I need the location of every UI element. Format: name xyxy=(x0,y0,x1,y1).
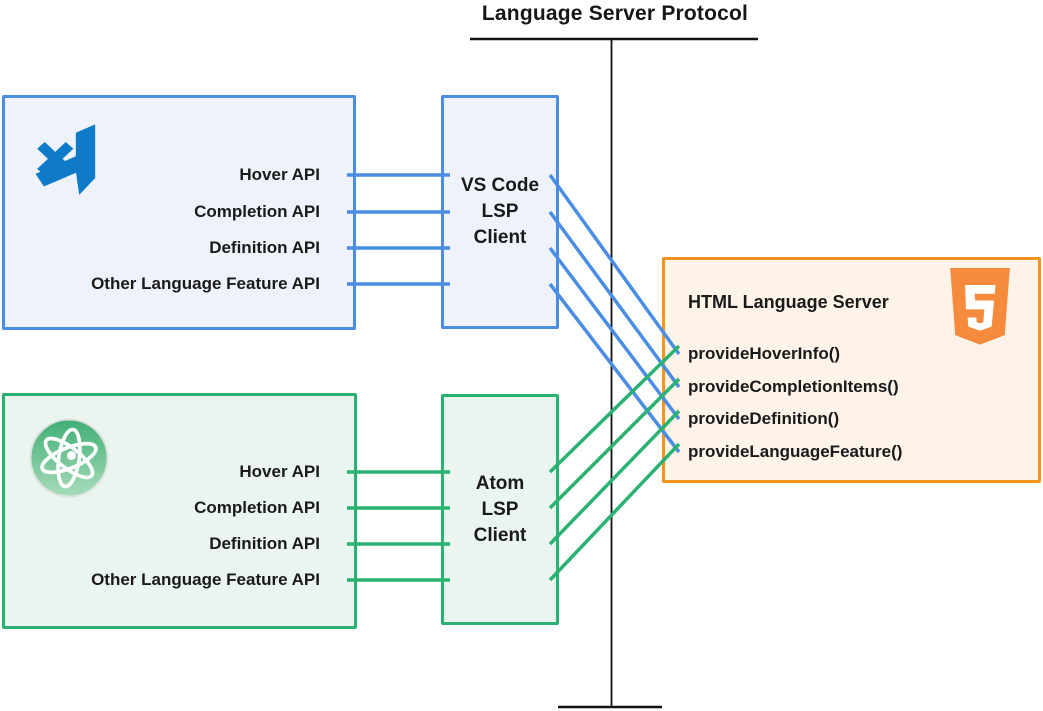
atom-logo-icon xyxy=(28,417,110,499)
vscode-client-label-line3: Client xyxy=(473,227,527,248)
diagram-title: Language Server Protocol xyxy=(481,2,749,25)
atom-other-api-label: Other Language Feature API xyxy=(91,570,320,589)
vscode-client-label-line2: LSP xyxy=(481,201,519,222)
server-title: HTML Language Server xyxy=(688,292,889,312)
server-method-hover: provideHoverInfo() xyxy=(688,344,841,363)
html5-logo-icon xyxy=(946,268,1014,346)
atom-hover-api-label: Hover API xyxy=(239,462,320,481)
vscode-editor-box xyxy=(2,95,356,330)
atom-client-label-line3: Client xyxy=(473,524,527,546)
atom-completion-api-label: Completion API xyxy=(194,498,320,517)
server-method-definition: provideDefinition() xyxy=(688,409,840,428)
atom-definition-api-label: Definition API xyxy=(209,534,320,553)
atom-client-label-line2: LSP xyxy=(481,498,519,520)
vscode-logo-icon xyxy=(33,117,117,209)
vscode-hover-api-label: Hover API xyxy=(239,165,320,184)
atom-server-diagonals xyxy=(548,344,681,582)
vscode-server-diagonals xyxy=(548,173,681,454)
server-method-completion: provideCompletionItems() xyxy=(688,377,899,396)
atom-api-connectors xyxy=(347,470,450,582)
atom-client-label-line1: Atom xyxy=(475,472,525,494)
vscode-lsp-client-box: VS Code LSP Client xyxy=(441,95,559,329)
vscode-definition-api-label: Definition API xyxy=(209,238,320,257)
server-method-language-feature: provideLanguageFeature() xyxy=(688,442,903,461)
vscode-other-api-label: Other Language Feature API xyxy=(91,274,320,293)
vscode-client-label-line1: VS Code xyxy=(460,175,540,196)
vscode-api-connectors xyxy=(347,173,450,286)
vscode-completion-api-label: Completion API xyxy=(194,202,320,221)
atom-lsp-client-box: Atom LSP Client xyxy=(441,394,559,625)
